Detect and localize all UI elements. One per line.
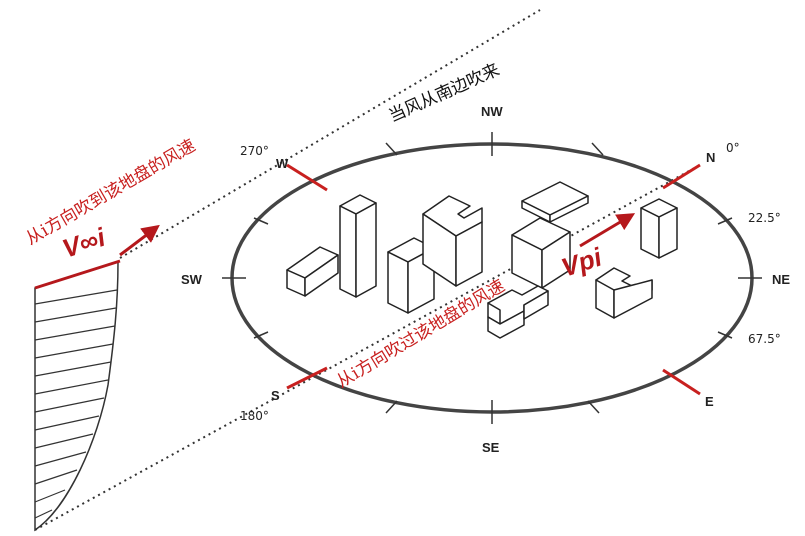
angle-22-5: 22.5°	[748, 211, 781, 225]
angle-180: 180°	[240, 409, 269, 423]
angle-270: 270°	[240, 144, 269, 158]
building-tall-tower	[339, 194, 377, 298]
direction-markers	[286, 163, 701, 396]
label-ne: NE	[772, 272, 790, 287]
building-cube	[511, 217, 571, 289]
building-right-l	[595, 267, 653, 319]
wind-profile	[34, 259, 121, 532]
label-n: N	[706, 150, 715, 165]
building-l-front	[487, 285, 549, 339]
label-w: W	[276, 156, 289, 171]
label-s: S	[271, 388, 280, 403]
building-right-tall	[640, 198, 678, 259]
site-velocity-arrow	[579, 213, 636, 248]
building-low-left	[286, 246, 339, 297]
compass-ticks	[222, 132, 762, 424]
angle-67-5: 67.5°	[748, 332, 781, 346]
site-buildings	[286, 181, 678, 339]
angle-0: 0°	[726, 141, 740, 155]
label-sw: SW	[181, 272, 203, 287]
lower-dotted-guide	[34, 164, 701, 531]
wind-profile-hatching	[34, 289, 118, 519]
building-back-slab	[521, 181, 589, 223]
label-se: SE	[482, 440, 500, 455]
label-e: E	[705, 394, 714, 409]
profile-top-edge	[34, 259, 121, 290]
incoming-velocity-arrow	[119, 224, 160, 257]
label-nw: NW	[481, 104, 503, 119]
building-notched	[422, 195, 483, 287]
annotation-incoming-speed: 从i方向吹到该地盘的风速	[23, 136, 200, 250]
